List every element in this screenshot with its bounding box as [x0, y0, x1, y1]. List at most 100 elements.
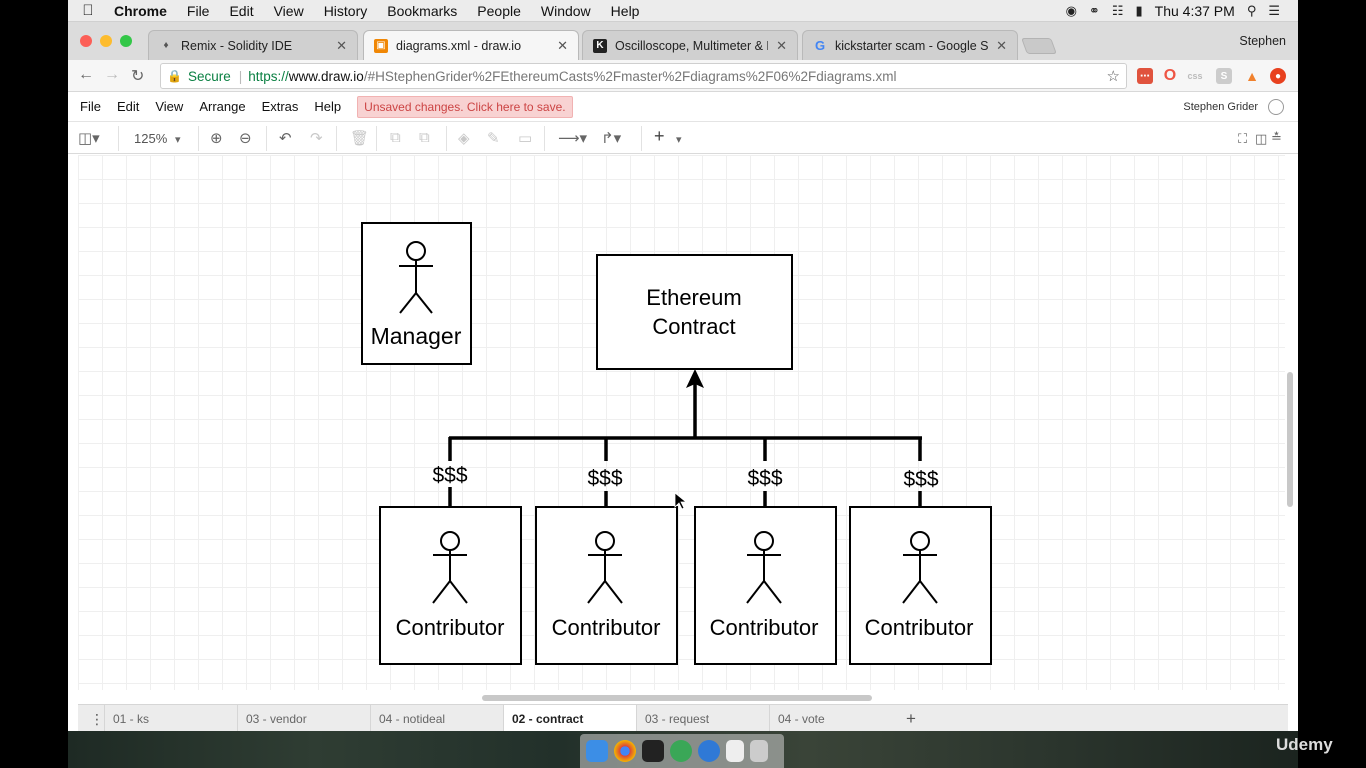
- collapse-chevron-icon[interactable]: ≛: [1271, 130, 1282, 145]
- diagram-canvas[interactable]: Manager Ethereum Contract: [78, 155, 1285, 690]
- minimize-window-button[interactable]: [100, 35, 112, 47]
- drawio-menu-extras[interactable]: Extras: [261, 99, 299, 114]
- close-window-button[interactable]: [80, 35, 92, 47]
- extension-red-icon[interactable]: ●: [1270, 68, 1286, 84]
- zoom-window-button[interactable]: [120, 35, 132, 47]
- toolbar-divider: [198, 126, 199, 151]
- drawio-icon: ▣: [374, 38, 388, 53]
- tab-oscilloscope[interactable]: K Oscilloscope, Multimeter & Lo ✕: [582, 30, 798, 60]
- extension-s-icon[interactable]: S: [1216, 68, 1232, 84]
- line-color-icon[interactable]: ✎: [487, 130, 500, 147]
- page-tab-03-vendor[interactable]: 03 - vendor: [237, 705, 370, 731]
- ethereum-contract-box[interactable]: Ethereum Contract: [596, 254, 793, 370]
- close-tab-icon[interactable]: ✕: [557, 37, 568, 53]
- forward-arrow-icon[interactable]: →: [104, 66, 120, 83]
- delete-icon[interactable]: 🗑: [350, 130, 370, 147]
- drawio-menu-view[interactable]: View: [155, 99, 184, 114]
- contributor-box-2[interactable]: Contributor: [535, 506, 678, 665]
- insert-plus-icon[interactable]: +: [654, 126, 665, 146]
- glasses-icon[interactable]: ⚭: [1088, 2, 1100, 18]
- drawio-menu-file[interactable]: File: [80, 99, 101, 114]
- navigation-bar: ← → ↻ 🔒 Secure | https:// www.draw.io /#…: [68, 60, 1298, 92]
- menu-window[interactable]: Window: [540, 2, 591, 19]
- page-tab-03-request[interactable]: 03 - request: [636, 705, 769, 731]
- contributor-box-1[interactable]: Contributor: [379, 506, 522, 665]
- drawio-menu-arrange[interactable]: Arrange: [199, 99, 246, 114]
- metamask-icon[interactable]: ▲: [1245, 68, 1259, 84]
- atom-icon[interactable]: [670, 740, 692, 762]
- user-menu[interactable]: Stephen Grider: [1183, 101, 1258, 113]
- tab-drawio[interactable]: ▣ diagrams.xml - draw.io ✕: [363, 30, 579, 60]
- chrome-icon[interactable]: [614, 740, 636, 762]
- page-tabs-bar: ⋮ 01 - ks 03 - vendor 04 - notideal 02 -…: [78, 704, 1288, 731]
- tab-google[interactable]: G kickstarter scam - Google Sea ✕: [802, 30, 1018, 60]
- payment-connector[interactable]: [448, 381, 922, 507]
- menu-app-name[interactable]: Chrome: [114, 2, 167, 19]
- apple-icon[interactable]: : [68, 2, 108, 19]
- back-arrow-icon[interactable]: ←: [78, 66, 94, 83]
- menu-file[interactable]: File: [186, 2, 210, 19]
- wifi-icon[interactable]: ☷: [1111, 2, 1124, 18]
- page-tab-04-vote[interactable]: 04 - vote: [769, 705, 902, 731]
- format-panel-toggle-icon[interactable]: ◫▾: [78, 130, 100, 147]
- unsaved-changes-button[interactable]: Unsaved changes. Click here to save.: [357, 95, 573, 118]
- trash-icon[interactable]: [750, 740, 768, 762]
- shadow-icon[interactable]: ▭: [518, 130, 533, 147]
- terminal-icon[interactable]: [642, 740, 664, 762]
- finder-icon[interactable]: [586, 740, 608, 762]
- safari-icon[interactable]: [698, 740, 720, 762]
- vertical-scrollbar[interactable]: [1287, 372, 1293, 507]
- close-tab-icon[interactable]: ✕: [336, 37, 347, 53]
- money-label-3: $$$: [747, 467, 782, 490]
- address-bar[interactable]: 🔒 Secure | https:// www.draw.io /#HSteph…: [160, 63, 1127, 89]
- chevron-down-icon[interactable]: ▾: [676, 134, 682, 146]
- to-front-icon[interactable]: ⧉: [390, 129, 401, 146]
- page-tab-02-contract[interactable]: 02 - contract: [503, 705, 636, 731]
- menu-history[interactable]: History: [323, 2, 368, 19]
- waypoints-icon[interactable]: ↱▾: [601, 130, 622, 147]
- fullscreen-icon[interactable]: ⛶: [1238, 131, 1248, 146]
- drawio-menu-help[interactable]: Help: [314, 99, 342, 114]
- new-tab-button[interactable]: [1021, 38, 1057, 54]
- menu-help[interactable]: Help: [610, 2, 640, 19]
- undo-icon[interactable]: ↶: [279, 130, 292, 147]
- fill-color-icon[interactable]: ◈: [458, 130, 470, 147]
- close-tab-icon[interactable]: ✕: [996, 37, 1007, 53]
- manager-actor-box[interactable]: Manager: [361, 222, 472, 365]
- chevron-down-icon[interactable]: ▾: [175, 134, 181, 146]
- close-tab-icon[interactable]: ✕: [776, 37, 787, 53]
- add-page-icon[interactable]: +: [906, 709, 916, 728]
- language-globe-icon[interactable]: [1268, 99, 1284, 115]
- bookmark-star-icon[interactable]: ☆: [1106, 68, 1120, 85]
- menu-people[interactable]: People: [477, 2, 521, 19]
- reload-icon[interactable]: ↻: [131, 68, 145, 85]
- horizontal-scrollbar[interactable]: [482, 695, 872, 701]
- menu-view[interactable]: View: [273, 2, 304, 19]
- spotlight-icon[interactable]: ⚲: [1246, 2, 1257, 18]
- record-icon[interactable]: ◉: [1065, 2, 1077, 18]
- documents-icon[interactable]: [726, 740, 744, 762]
- clock[interactable]: Thu 4:37 PM: [1154, 2, 1235, 19]
- split-panel-icon[interactable]: ◫: [1255, 131, 1268, 146]
- page-tab-04-notideal[interactable]: 04 - notideal: [370, 705, 503, 731]
- css-icon[interactable]: css: [1187, 71, 1203, 81]
- menu-bookmarks[interactable]: Bookmarks: [387, 2, 458, 19]
- opera-icon[interactable]: O: [1163, 67, 1177, 84]
- zoom-dropdown[interactable]: 125%: [134, 131, 168, 146]
- zoom-in-icon[interactable]: ⊕: [210, 130, 223, 147]
- drawio-menu-edit[interactable]: Edit: [116, 99, 140, 114]
- contributor-box-3[interactable]: Contributor: [694, 506, 837, 665]
- pages-menu-icon[interactable]: ⋮: [90, 711, 104, 727]
- contributor-box-4[interactable]: Contributor: [849, 506, 992, 665]
- zoom-out-icon[interactable]: ⊖: [239, 130, 252, 147]
- to-back-icon[interactable]: ⧉: [419, 129, 430, 146]
- tab-remix[interactable]: ♦ Remix - Solidity IDE ✕: [148, 30, 358, 60]
- connection-style-icon[interactable]: ⟶▾: [558, 130, 588, 147]
- extension-1-icon[interactable]: ⋯: [1137, 68, 1153, 84]
- battery-icon[interactable]: ▮: [1135, 2, 1143, 18]
- notification-list-icon[interactable]: ☰: [1268, 2, 1280, 18]
- redo-icon[interactable]: ↷: [310, 130, 323, 147]
- profile-name[interactable]: Stephen: [1239, 34, 1286, 48]
- menu-edit[interactable]: Edit: [229, 2, 254, 19]
- page-tab-01-ks[interactable]: 01 - ks: [104, 705, 237, 731]
